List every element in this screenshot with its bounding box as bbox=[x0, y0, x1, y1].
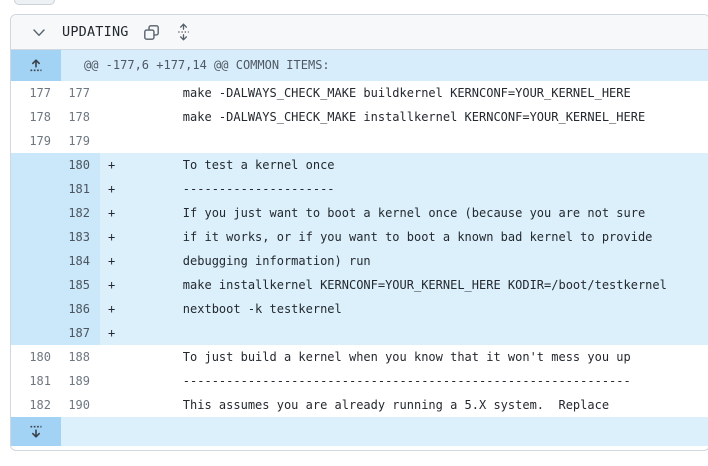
code-line bbox=[125, 129, 708, 153]
diff-row-added: 181+ --------------------- bbox=[11, 177, 708, 201]
diff-marker: + bbox=[100, 153, 125, 177]
new-line-number[interactable]: 183 bbox=[61, 225, 100, 249]
old-line-number[interactable] bbox=[11, 273, 61, 297]
old-line-number[interactable]: 181 bbox=[29, 374, 51, 388]
code-line: make -DALWAYS_CHECK_MAKE buildkernel KER… bbox=[125, 86, 631, 100]
diff-row-added: 182+ If you just want to boot a kernel o… bbox=[11, 201, 708, 225]
new-line-number[interactable]: 178 bbox=[68, 110, 90, 124]
old-line-number[interactable]: 180 bbox=[29, 350, 51, 364]
diff-row-expand bbox=[11, 417, 708, 446]
diff-marker bbox=[100, 369, 125, 393]
diff-row-added: 186+ nextboot -k testkernel bbox=[11, 297, 708, 321]
code-line: make installkernel KERNCONF=YOUR_KERNEL_… bbox=[125, 273, 708, 297]
diff-marker: + bbox=[100, 225, 125, 249]
diff-row-context: 181 189 ---------------------------------… bbox=[11, 369, 708, 393]
diff-row-context: 178 178 make -DALWAYS_CHECK_MAKE installk… bbox=[11, 105, 708, 129]
diff-row-hunk: @@ -177,6 +177,14 @@ COMMON ITEMS: bbox=[11, 50, 708, 81]
new-line-number[interactable]: 187 bbox=[61, 321, 100, 345]
diff-marker bbox=[100, 129, 125, 153]
diff-file-header: UPDATING bbox=[11, 15, 708, 50]
code-line: if it works, or if you want to boot a kn… bbox=[125, 225, 708, 249]
old-line-number[interactable]: 177 bbox=[29, 86, 51, 100]
diff-marker bbox=[100, 81, 125, 105]
code-line: This assumes you are already running a 5… bbox=[125, 398, 610, 412]
old-line-number[interactable] bbox=[11, 297, 61, 321]
diff-row-context: 179 179 bbox=[11, 129, 708, 153]
code-line: To test a kernel once bbox=[125, 153, 708, 177]
old-line-number[interactable] bbox=[11, 225, 61, 249]
diff-marker: + bbox=[100, 249, 125, 273]
expand-up-button[interactable] bbox=[11, 50, 61, 81]
diff-marker: + bbox=[100, 273, 125, 297]
old-line-number[interactable] bbox=[11, 249, 61, 273]
diff-row-added: 180+ To test a kernel once bbox=[11, 153, 708, 177]
new-line-number[interactable]: 182 bbox=[61, 201, 100, 225]
new-line-number[interactable]: 179 bbox=[68, 134, 90, 148]
expand-up-down-icon bbox=[176, 23, 191, 41]
diff-row-added: 185+ make installkernel KERNCONF=YOUR_KE… bbox=[11, 273, 708, 297]
code-line: nextboot -k testkernel bbox=[125, 297, 708, 321]
old-line-number[interactable]: 178 bbox=[29, 110, 51, 124]
diff-marker bbox=[100, 105, 125, 129]
copy-path-button[interactable] bbox=[141, 22, 162, 43]
new-line-number[interactable]: 190 bbox=[68, 398, 90, 412]
diff-marker: + bbox=[100, 177, 125, 201]
new-line-number[interactable]: 181 bbox=[61, 177, 100, 201]
expand-down-button[interactable] bbox=[11, 417, 61, 446]
code-line bbox=[125, 321, 708, 345]
diff-marker bbox=[100, 345, 125, 369]
new-line-number[interactable]: 185 bbox=[61, 273, 100, 297]
diff-row-context: 180 188 To just build a kernel when you k… bbox=[11, 345, 708, 369]
hunk-header: @@ -177,6 +177,14 @@ COMMON ITEMS: bbox=[84, 58, 330, 72]
old-line-number[interactable]: 182 bbox=[29, 398, 51, 412]
code-line: To just build a kernel when you know tha… bbox=[125, 350, 631, 364]
diff-file-container: UPDATING @@ -177,6 +177,14 @@ COMMON ITE… bbox=[10, 14, 708, 451]
cutoff-button-fragment bbox=[14, 0, 55, 5]
code-line: --------------------- bbox=[125, 177, 708, 201]
old-line-number[interactable]: 179 bbox=[29, 134, 51, 148]
diff-marker: + bbox=[100, 201, 125, 225]
old-line-number[interactable] bbox=[11, 201, 61, 225]
diff-row-added: 187+ bbox=[11, 321, 708, 345]
diff-row-added: 184+ debugging information) run bbox=[11, 249, 708, 273]
new-line-number[interactable]: 188 bbox=[68, 350, 90, 364]
code-line: debugging information) run bbox=[125, 249, 708, 273]
new-line-number[interactable]: 186 bbox=[61, 297, 100, 321]
new-line-number[interactable]: 189 bbox=[68, 374, 90, 388]
new-line-number[interactable]: 180 bbox=[61, 153, 100, 177]
diff-marker: + bbox=[100, 321, 125, 345]
new-line-number[interactable]: 177 bbox=[68, 86, 90, 100]
diff-marker: + bbox=[100, 297, 125, 321]
old-line-number[interactable] bbox=[11, 177, 61, 201]
new-line-number[interactable]: 184 bbox=[61, 249, 100, 273]
diff-marker bbox=[100, 393, 125, 417]
diff-row-added: 183+ if it works, or if you want to boot… bbox=[11, 225, 708, 249]
code-line: If you just want to boot a kernel once (… bbox=[125, 201, 708, 225]
copy-icon bbox=[143, 24, 160, 41]
expand-row-filler bbox=[61, 417, 708, 446]
unfold-file-button[interactable] bbox=[174, 21, 193, 43]
diff-row-context: 177 177 make -DALWAYS_CHECK_MAKE buildker… bbox=[11, 81, 708, 105]
chevron-down-icon bbox=[32, 26, 46, 39]
code-line: make -DALWAYS_CHECK_MAKE installkernel K… bbox=[125, 110, 646, 124]
expand-down-icon bbox=[28, 424, 44, 439]
code-line: ----------------------------------------… bbox=[125, 374, 631, 388]
diff-row-context: 182 190 This assumes you are already runn… bbox=[11, 393, 708, 417]
old-line-number[interactable] bbox=[11, 153, 61, 177]
file-name: UPDATING bbox=[62, 24, 129, 40]
expand-up-icon bbox=[28, 58, 44, 73]
collapse-file-button[interactable] bbox=[30, 24, 48, 41]
old-line-number[interactable] bbox=[11, 321, 61, 345]
